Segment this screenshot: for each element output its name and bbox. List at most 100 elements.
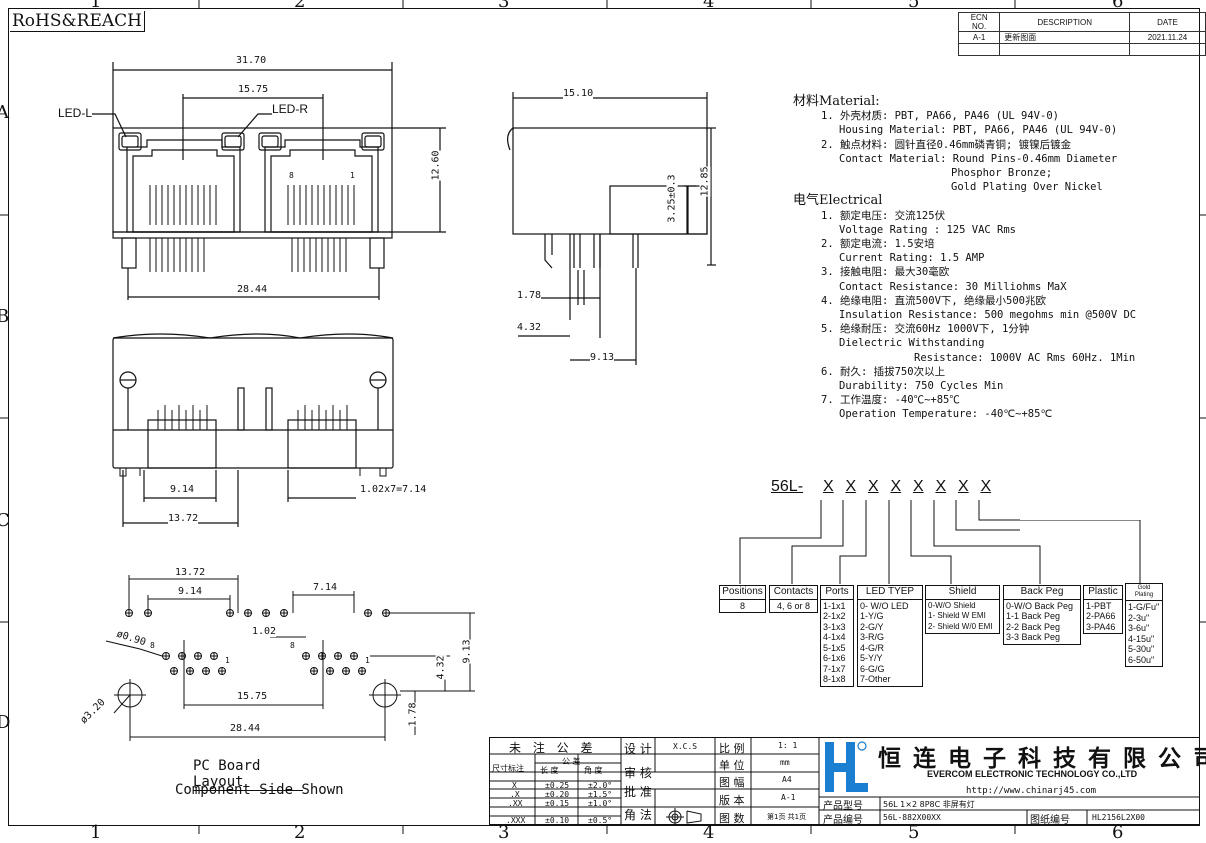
elec-2-en: Current Rating: 1.5 AMP bbox=[839, 252, 985, 265]
designer-name: X.C.S bbox=[673, 742, 698, 751]
pcb-pin-1-left: 1 bbox=[225, 656, 230, 665]
elec-5-en2: Resistance: 1000V AC Rms 60Hz. 1Min bbox=[914, 351, 1136, 364]
dim-bottom-914: 9.14 bbox=[170, 484, 195, 495]
led-option: 3-R/G bbox=[860, 632, 885, 642]
led-left-label: LED-L bbox=[58, 106, 93, 120]
pcb-layout-subtitle: Component Side Shown bbox=[175, 782, 344, 798]
part-code-x6: X bbox=[935, 478, 947, 495]
prop-unit-value: mm bbox=[780, 758, 790, 767]
zone-top-3: 3 bbox=[498, 0, 510, 12]
zone-top-1: 1 bbox=[90, 0, 102, 12]
zone-bottom-1: 1 bbox=[90, 822, 102, 843]
tolerance-sub: 公 差 bbox=[562, 757, 581, 766]
ecn-date: 2021.11.24 bbox=[1129, 31, 1206, 44]
ports-option: 1-1x1 bbox=[823, 600, 846, 611]
zone-bottom-5: 5 bbox=[908, 822, 920, 843]
tol-row-3-label: .XX bbox=[508, 799, 523, 808]
model-value: 56L 1×2 8P8C 非屏有灯 bbox=[883, 800, 975, 809]
part-code-x3: X bbox=[867, 478, 879, 495]
role-approve: 批 准 bbox=[624, 785, 652, 799]
prop-size-label: 图 幅 bbox=[719, 776, 745, 789]
tol-row-1-length: ±0.25 bbox=[545, 781, 570, 790]
code-box-ports-head: Ports bbox=[821, 586, 853, 600]
led-right-label: LED-R bbox=[272, 102, 309, 116]
elec-1-en: Voltage Rating : 125 VAC Rms bbox=[839, 223, 1017, 236]
pcb-dim-1372: 13.72 bbox=[175, 567, 206, 578]
code-box-contacts: Contacts 4, 6 or 8 bbox=[769, 585, 818, 613]
material-2-en1: Contact Material: Round Pins-0.46mm Diam… bbox=[839, 152, 1118, 165]
tol-row-4-angle: ±0.5° bbox=[588, 816, 613, 825]
bottom-view-drawing bbox=[112, 333, 394, 527]
zone-top-2: 2 bbox=[294, 0, 306, 12]
gold-option: 2-3u" bbox=[1128, 612, 1150, 623]
company-url: http://www.chinarj45.com bbox=[966, 786, 1097, 796]
dim-side-h1: 3.25±0.3 bbox=[666, 174, 678, 223]
code-box-led-type-body: 0- W/O LED 1-Y/G 2-G/Y 3-R/G 4-G/R 5-Y/Y… bbox=[858, 600, 922, 686]
zone-left-c: C bbox=[0, 510, 10, 531]
shield-option: 0-W/O Shield bbox=[928, 600, 976, 610]
led-option: 4-G/R bbox=[860, 642, 885, 653]
part-code-x1: X bbox=[822, 478, 834, 495]
tol-row-1-angle: ±2.0° bbox=[588, 781, 613, 790]
zone-left-d: D bbox=[0, 712, 11, 733]
pcb-dim-178: 1.78 bbox=[407, 702, 419, 727]
ecn-header-date: DATE bbox=[1129, 12, 1206, 32]
dim-bottom-pitch: 1.02x7=7.14 bbox=[360, 484, 427, 495]
tol-row-1-label: X bbox=[512, 781, 517, 790]
zone-top-6: 6 bbox=[1112, 0, 1124, 12]
side-view-drawing bbox=[507, 92, 716, 365]
part-code-x8: X bbox=[980, 478, 992, 495]
code-box-positions-head: Positions bbox=[720, 586, 765, 600]
material-2-cn: 2. 触点材料: 圆针直径0.46mm磷青铜; 镀镍后镀金 bbox=[821, 138, 1072, 151]
pcb-dim-714: 7.14 bbox=[313, 582, 338, 593]
dim-side-h2: 12.85 bbox=[699, 166, 711, 197]
led-option: 1-Y/G bbox=[860, 611, 884, 621]
drawing-number-label: 图纸编号 bbox=[1030, 815, 1070, 826]
code-box-gold-plating: Gold Plating 1-G/Fu" 2-3u" 3-6u" 4-15u" … bbox=[1125, 583, 1163, 667]
code-box-positions-body: 8 bbox=[739, 600, 745, 611]
ecn-no: A-1 bbox=[957, 31, 1001, 44]
spec-notes: 材料Material: 1. 外壳材质: PBT, PA66, PA46 (UL… bbox=[793, 94, 1136, 422]
plastic-option: 3-PA46 bbox=[1086, 621, 1116, 632]
part-code-leaders bbox=[739, 500, 1020, 584]
gold-option: 4-15u" bbox=[1128, 633, 1155, 644]
dim-front-height: 12.60 bbox=[430, 150, 442, 181]
gold-option: 1-G/Fu" bbox=[1128, 602, 1160, 612]
material-1-cn: 1. 外壳材质: PBT, PA66, PA46 (UL 94V-0) bbox=[821, 110, 1059, 123]
led-option: 7-Other bbox=[860, 674, 891, 684]
part-code-leaders-right bbox=[1000, 520, 1141, 584]
code-box-plastic: Plastic 1-PBT 2-PA66 3-PA46 bbox=[1083, 585, 1123, 634]
elec-5-cn: 5. 绝缘耐压: 交流60Hz 1000V下, 1分钟 bbox=[821, 323, 1030, 336]
prop-unit-label: 单 位 bbox=[719, 759, 745, 772]
pcb-dim-913: 9.13 bbox=[461, 639, 473, 664]
part-code-x7: X bbox=[957, 478, 969, 495]
code-value: 56L-882X00XX bbox=[883, 813, 941, 822]
zone-top-4: 4 bbox=[703, 0, 715, 12]
back-peg-option: 1-1 Back Peg bbox=[1006, 611, 1061, 621]
elec-4-cn: 4. 绝缘电阻: 直流500V下, 绝缘最小500兆欧 bbox=[821, 294, 1047, 307]
back-peg-option: 2-2 Back Peg bbox=[1006, 621, 1061, 632]
title-block-grid bbox=[489, 737, 1200, 825]
pcb-dim-914: 9.14 bbox=[178, 586, 203, 597]
prop-scale-label: 比 例 bbox=[719, 742, 745, 755]
elec-2-cn: 2. 额定电流: 1.5安培 bbox=[821, 238, 935, 251]
code-box-plastic-body: 1-PBT 2-PA66 3-PA46 bbox=[1084, 600, 1122, 634]
pcb-dim-2844: 28.44 bbox=[230, 723, 261, 734]
ports-option: 6-1x6 bbox=[823, 653, 846, 663]
elec-3-en: Contact Resistance: 30 Milliohms MaX bbox=[839, 280, 1067, 293]
ports-option: 8-1x8 bbox=[823, 674, 846, 684]
company-name-en: EVERCOM ELECTRONIC TECHNOLOGY CO.,LTD bbox=[927, 769, 1138, 779]
pcb-pin-8-right: 8 bbox=[290, 641, 295, 650]
code-box-back-peg-head: Back Peg bbox=[1004, 586, 1080, 600]
ecn-header-no: ECN NO. bbox=[957, 12, 1001, 32]
gold-option: 3-6u" bbox=[1128, 623, 1150, 633]
size-label: 尺寸标注 bbox=[492, 764, 524, 773]
pcb-dim-432: 4.32 bbox=[435, 655, 447, 680]
role-projection: 角 法 bbox=[624, 808, 652, 822]
code-box-ports-body: 1-1x1 2-1x2 3-1x3 4-1x4 5-1x5 6-1x6 7-1x… bbox=[821, 600, 853, 686]
tol-row-2-label: .X bbox=[510, 790, 520, 799]
ports-option: 5-1x5 bbox=[823, 642, 846, 653]
tolerance-heading: 未 注 公 差 bbox=[509, 741, 597, 755]
gold-option: 5-30u" bbox=[1128, 644, 1155, 654]
port-pin-8: 8 bbox=[289, 171, 294, 180]
